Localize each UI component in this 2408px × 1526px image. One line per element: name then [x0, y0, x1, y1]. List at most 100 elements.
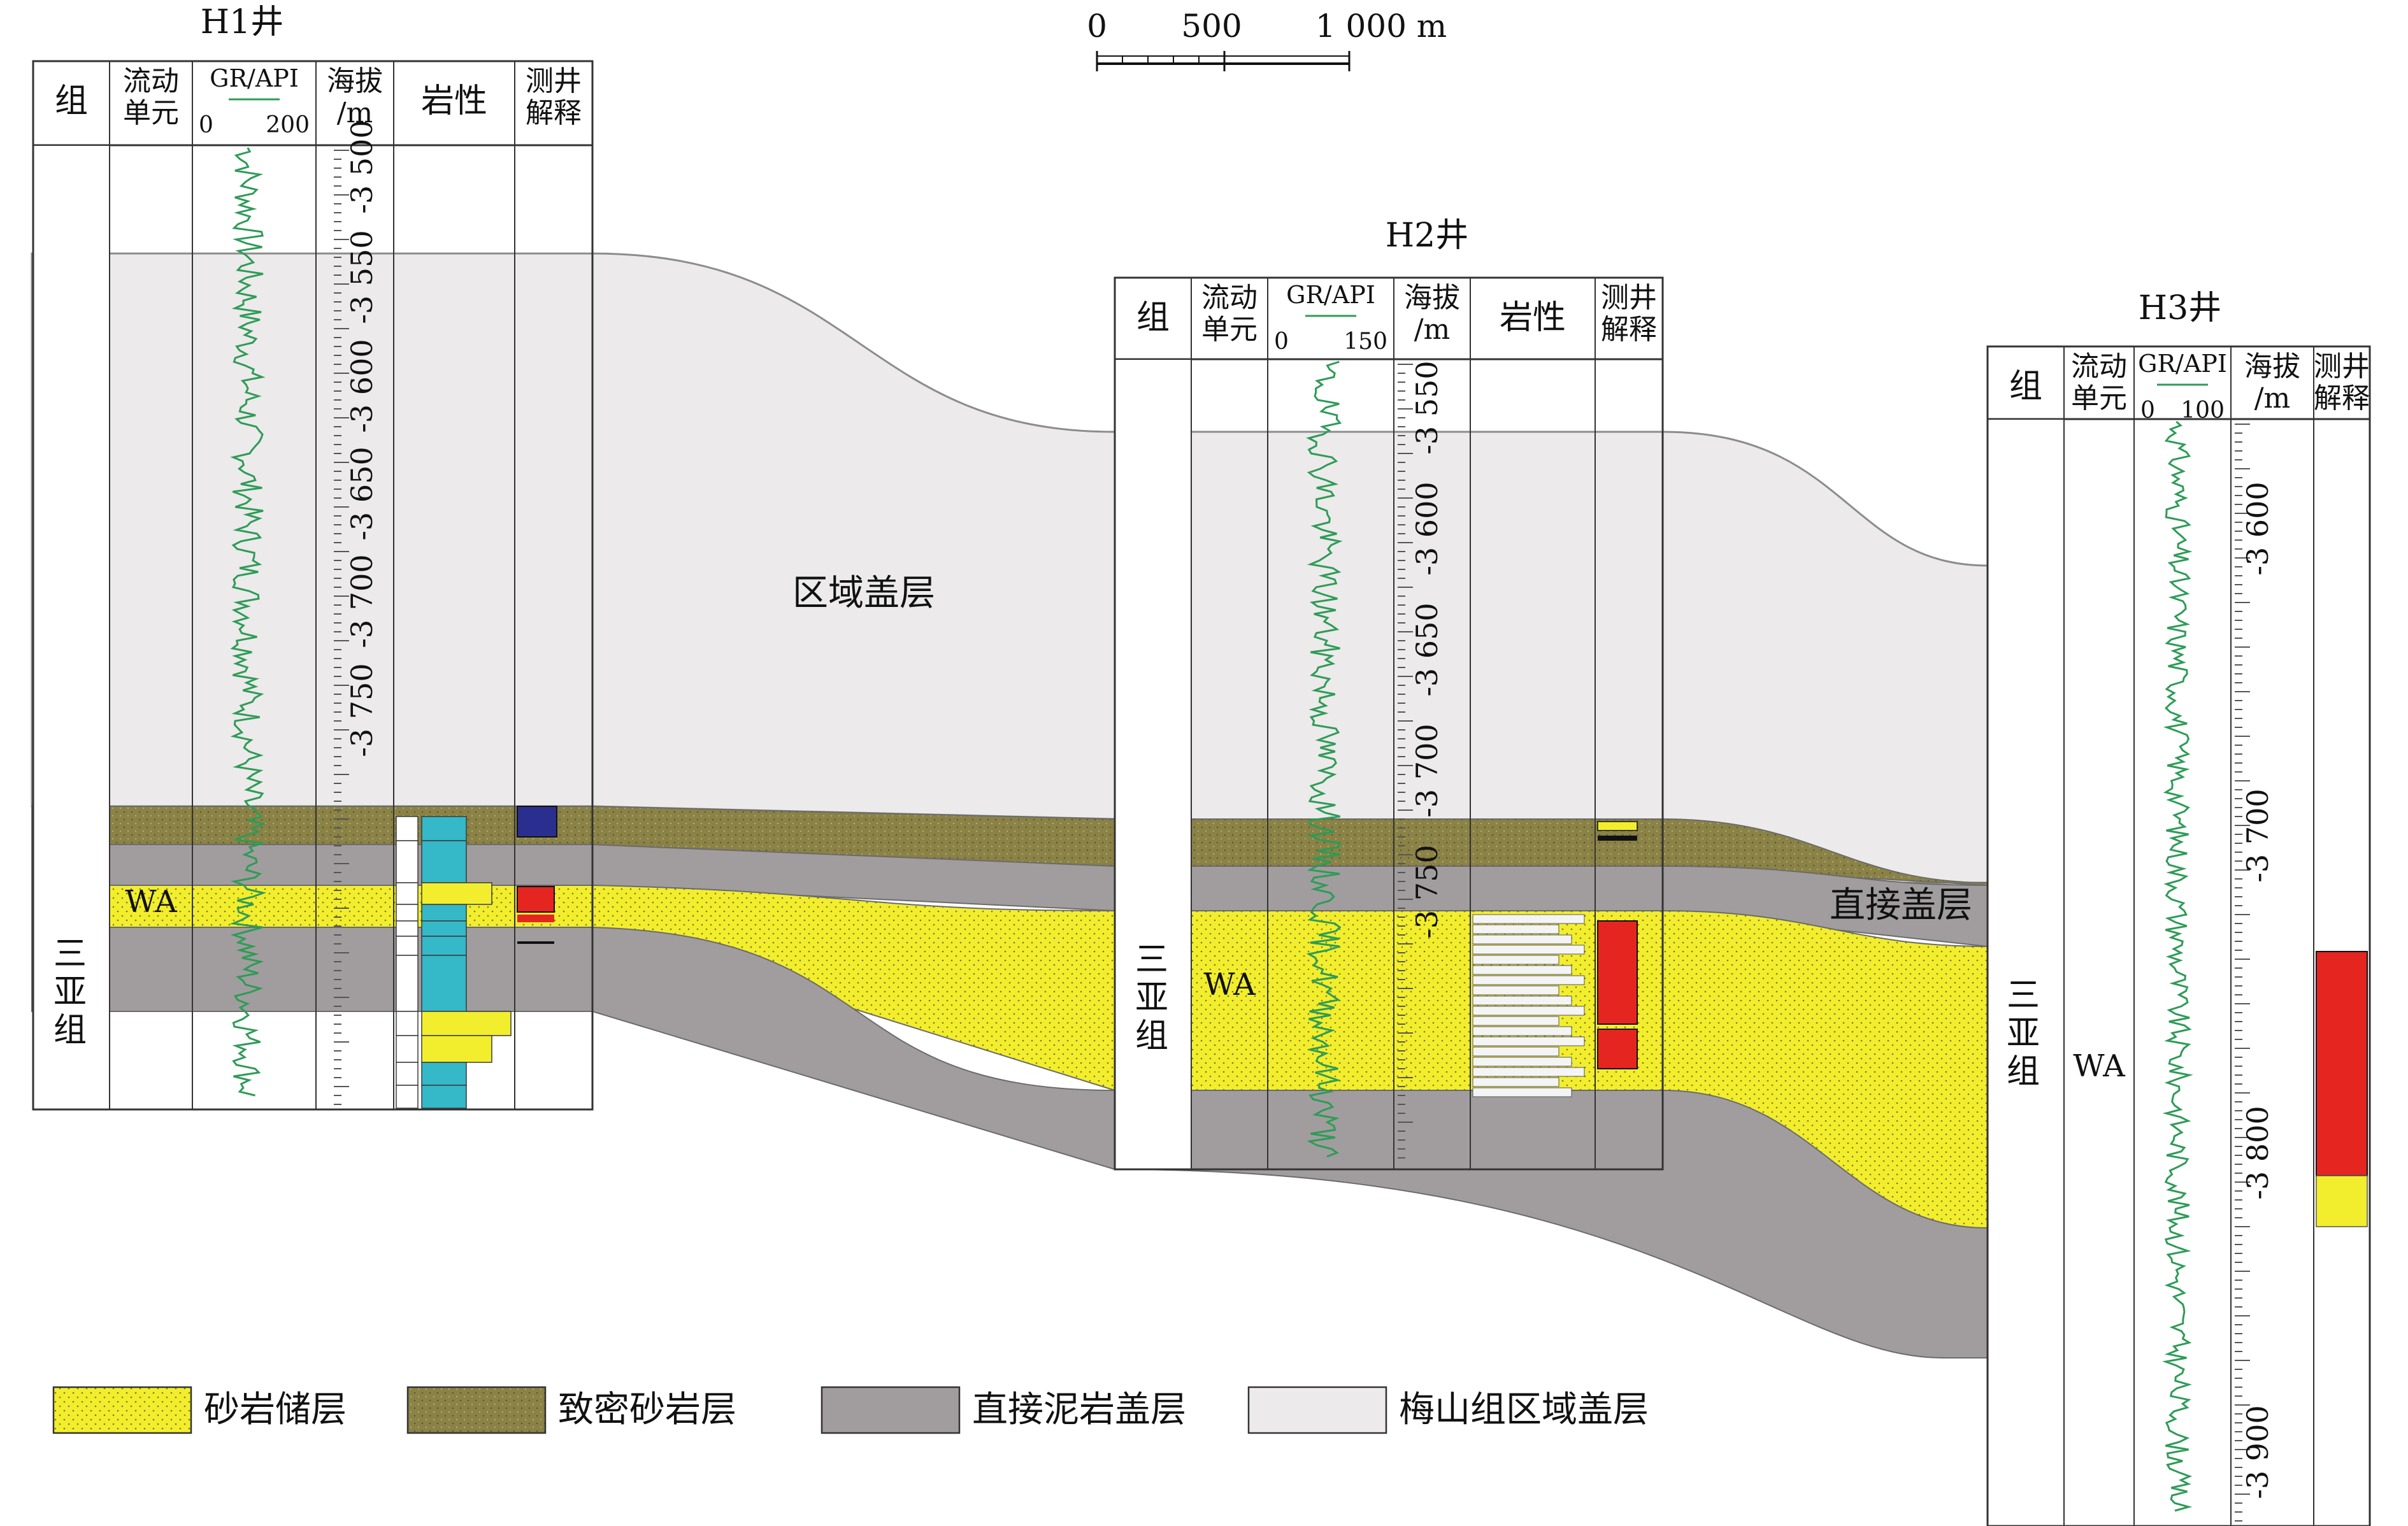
regional-cap-band: [31, 252, 1989, 884]
formation-label: 三: [2007, 976, 2040, 1015]
legend-label: 致密砂岩层: [558, 1389, 736, 1430]
legend-label: 梅山组区域盖层: [1399, 1389, 1649, 1430]
lithology-bed: [1472, 914, 1585, 924]
gr-curve: [229, 147, 267, 1097]
formation-column: [1115, 359, 1191, 1169]
flow-unit-label: WA: [2073, 1048, 2126, 1084]
lithology-code-cell: [396, 936, 419, 956]
header-flow-unit: 流动: [2071, 350, 2127, 383]
header-gr-min: 0: [1274, 329, 1289, 355]
formation-label: 三: [1135, 941, 1168, 979]
header-log-interp: 解释: [526, 97, 582, 129]
h3-interpretation-log: [2316, 951, 2368, 1227]
lithology-bed: [421, 920, 467, 937]
depth-label: -3 750: [1410, 845, 1444, 938]
well-title: H3井: [2139, 289, 2221, 327]
header-lithology: 岩性: [1500, 299, 1566, 337]
lithology-bed: [1472, 995, 1572, 1006]
depth-label: -3 900: [2240, 1405, 2275, 1499]
well-frame: [1986, 345, 2371, 1526]
lithology-bed: [1472, 985, 1559, 995]
interp-thin-marker: [2316, 1175, 2368, 1227]
lithology-code-cell: [396, 904, 419, 922]
lithology-bed: [421, 840, 467, 883]
legend-swatch: [1247, 1386, 1387, 1434]
legend-swatch: [406, 1386, 547, 1434]
formation-column: [33, 145, 110, 1109]
well-frame: [32, 60, 594, 1111]
legend-item-meishan-regional-cap: 梅山组区域盖层: [1247, 1386, 1649, 1434]
formation-column: [1988, 419, 2064, 1526]
lithology-bed: [1472, 975, 1585, 985]
direct-cap-label: 直接盖层: [1830, 885, 1972, 926]
lithology-bed: [421, 904, 467, 922]
interp-tight-marker: [517, 806, 557, 838]
h1-lithology-log: [396, 806, 557, 1109]
header-flow-unit: 流动: [1201, 282, 1258, 314]
header-flow-unit: 单元: [123, 97, 179, 129]
header-formation: 组: [55, 82, 88, 120]
lithology-code-cell: [396, 1035, 419, 1063]
depth-label: -3 700: [345, 554, 379, 648]
formation-label: 组: [54, 1011, 87, 1050]
header-flow-unit: 单元: [1201, 313, 1258, 346]
lithology-bed: [421, 882, 492, 905]
depth-label: -3 500: [345, 120, 379, 213]
formation-label: 组: [2007, 1053, 2040, 1091]
formation-label: 三: [54, 935, 87, 973]
interp-reservoir-marker: [517, 915, 554, 922]
lithology-bed: [1472, 1057, 1572, 1067]
header-gr-min: 0: [2140, 397, 2155, 424]
header-elevation: 海拔: [327, 65, 383, 97]
lithology-code-cell: [396, 840, 419, 883]
legend-label: 砂岩储层: [204, 1389, 347, 1430]
legend-swatch: [52, 1386, 192, 1434]
lithology-bed: [1472, 955, 1559, 965]
header-elevation: 海拔: [1404, 282, 1460, 314]
regional-cap-label: 区域盖层: [792, 573, 935, 614]
header-flow-unit: 流动: [123, 65, 179, 97]
depth-label: -3 650: [345, 446, 379, 540]
depth-label: -3 550: [345, 230, 379, 324]
formation-label: 亚: [54, 973, 87, 1011]
h2-lithology-log: [1472, 821, 1638, 1097]
lithology-bed: [421, 1062, 467, 1086]
formation-label: 组: [1135, 1017, 1168, 1055]
lithology-code-cell: [396, 1085, 419, 1109]
interp-reservoir-marker: [1597, 1029, 1638, 1069]
header-formation: 组: [1136, 299, 1170, 337]
lithology-bed: [1472, 1016, 1559, 1026]
interp-reservoir-marker: [2316, 951, 2368, 1176]
lithology-bed: [1472, 1046, 1559, 1057]
lithology-bed: [421, 936, 467, 956]
gr-curve: [2161, 420, 2193, 1512]
depth-label: -3 650: [1410, 603, 1444, 696]
well-header: [32, 60, 594, 146]
depth-label: -3 600: [2240, 481, 2275, 575]
legend-swatch: [821, 1386, 961, 1434]
legend-item-tight-sandstone: 致密砂岩层: [406, 1386, 736, 1434]
lithology-code-cell: [396, 920, 419, 937]
lithology-bed: [1472, 1087, 1572, 1097]
lithology-code-cell: [396, 882, 419, 905]
header-flow-unit: 单元: [2071, 382, 2127, 415]
lithology-code-cell: [396, 1011, 419, 1036]
lithology-bed: [421, 1035, 492, 1063]
lithology-bed: [421, 816, 467, 841]
well-title: H2井: [1386, 217, 1468, 255]
scale-label: 1 000 m: [1315, 8, 1447, 45]
interp-reservoir-marker: [1597, 920, 1638, 1025]
legend: 砂岩储层 致密砂岩层 直接泥岩盖层 梅山组区域盖层: [52, 1386, 1649, 1434]
header-log-interp: 测井: [1601, 282, 1657, 314]
well-header: [1114, 276, 1664, 360]
header-gr-max: 200: [266, 112, 310, 138]
lithology-bed: [421, 1011, 512, 1036]
interp-reservoir-marker: [517, 886, 555, 913]
legend-item-direct-mudstone-cap: 直接泥岩盖层: [821, 1386, 1186, 1434]
lithology-bed: [1472, 1006, 1585, 1016]
header-elevation: /m: [1414, 313, 1451, 346]
depth-label: -3 700: [2240, 788, 2275, 882]
